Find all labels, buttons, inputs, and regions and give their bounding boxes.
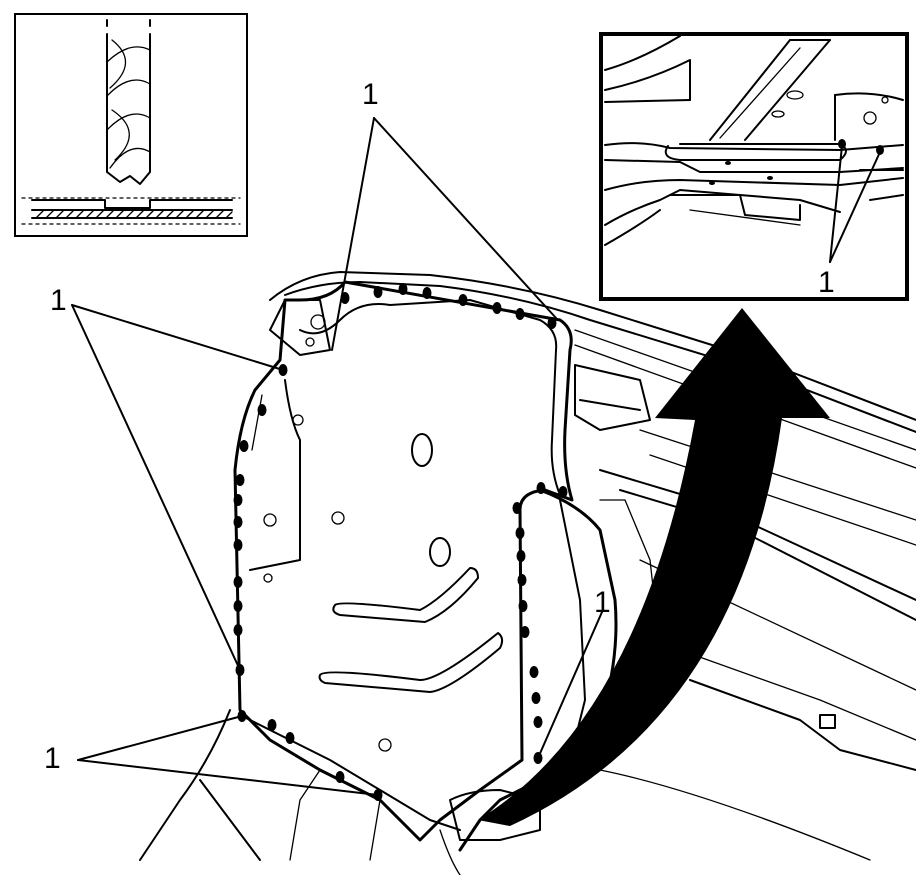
- drill-bit-icon: [106, 19, 151, 185]
- spot-weld: [492, 302, 502, 314]
- spot-weld: [512, 502, 522, 514]
- callout-label-left-lower: 1: [44, 742, 61, 775]
- spot-weld: [517, 574, 527, 586]
- spot-weld: [233, 624, 243, 636]
- spot-weld: [285, 732, 295, 744]
- drill-inset: [14, 13, 248, 237]
- leader-lines: [71, 117, 603, 796]
- spot-weld: [533, 716, 543, 728]
- spot-weld: [515, 527, 525, 539]
- spot-weld: [233, 539, 243, 551]
- spot-weld: [235, 474, 245, 486]
- callout-label-left-upper: 1: [50, 284, 67, 317]
- spot-weld: [529, 666, 539, 678]
- callout-label-top: 1: [362, 78, 379, 111]
- spot-weld: [257, 404, 267, 416]
- spot-weld: [233, 600, 243, 612]
- spot-weld: [239, 440, 249, 452]
- spot-weld: [516, 550, 526, 562]
- spot-weld: [515, 308, 525, 320]
- spot-weld: [458, 294, 468, 306]
- spot-weld: [531, 692, 541, 704]
- spot-weld: [520, 626, 530, 638]
- spot-weld: [838, 139, 846, 149]
- spot-weld: [335, 771, 345, 783]
- callout-label-inset: 1: [818, 266, 835, 299]
- spot-weld: [233, 516, 243, 528]
- spot-weld: [267, 719, 277, 731]
- spot-weld: [233, 576, 243, 588]
- spot-weld: [233, 494, 243, 506]
- callout-label-right-middle: 1: [594, 586, 611, 619]
- spot-weld: [547, 317, 557, 329]
- spot-weld-group: [233, 283, 568, 801]
- detail-inset: 1: [599, 32, 909, 301]
- curved-arrow-icon: [478, 308, 830, 826]
- spot-weld: [876, 145, 884, 155]
- spot-weld: [518, 600, 528, 612]
- spot-weld: [422, 287, 432, 299]
- spot-weld: [373, 286, 383, 298]
- spot-weld: [398, 283, 408, 295]
- spot-weld: [558, 486, 568, 498]
- spot-weld: [536, 482, 546, 494]
- panel-cross-section: [21, 197, 241, 225]
